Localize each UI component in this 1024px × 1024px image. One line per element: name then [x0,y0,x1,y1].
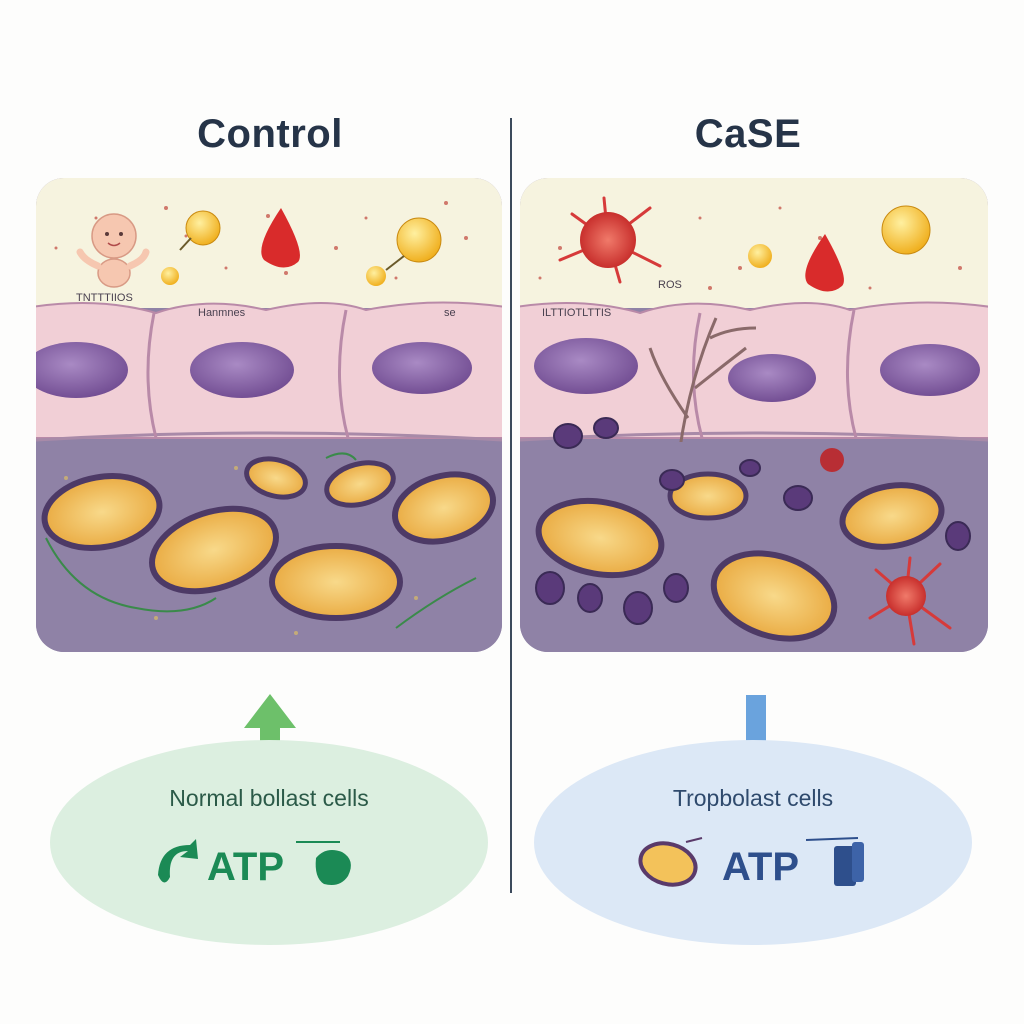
nucleus [728,354,816,402]
control-title: Control [197,112,343,156]
blood-drop-icon [805,234,844,292]
ros-burst-icon [558,196,662,284]
nutrient-icon [748,244,772,268]
nucleus [190,342,294,398]
ros-burst-icon [868,556,952,646]
control-summary-oval [50,740,488,945]
mitochondrion [41,473,163,551]
damaged-mitochondria-fragments [535,417,971,625]
mitochondrion-icon [638,837,703,887]
mitochondrion [535,497,665,579]
blood-drop-icon [261,208,300,268]
nucleus [880,344,980,396]
mitochondrion [839,482,945,550]
tiny-label: Hanmnes [198,307,246,319]
mitochondrion [667,471,749,521]
ros-label: ROS [658,279,682,291]
mitochondrion [391,471,497,545]
atp-production-icon [158,839,198,883]
damaged-fiber [648,317,757,449]
atp-flow-icon [296,841,351,885]
nucleus [372,342,472,394]
control-tissue-illustration: TNTTTIIOS Hanmnes se [36,178,502,652]
tiny-label: ILTTIOTLTTIS [542,307,611,319]
tiny-label: TNTTTIIOS [76,292,133,304]
mitochondrion [710,550,838,642]
baby-icon [76,213,150,288]
nucleus [534,338,638,394]
case-cell-label: Tropbolast cells [672,785,834,811]
tiny-label: se [444,307,456,319]
mitochondrion [324,460,396,508]
nucleus [36,342,128,398]
mitochondrion [269,543,403,621]
upregulation-arrow-icon [244,694,296,774]
nutrient-icon [185,210,221,246]
case-tissue-illustration: ROS ILTTIOTLTTIS [520,178,988,652]
panel-divider [510,118,512,893]
case-title: CaSE [694,112,802,156]
oxygen-icon [396,217,442,263]
control-cell-label: Normal bollast cells [169,785,369,811]
atp-label: ATP [722,845,800,889]
mitochondrion [244,456,308,500]
atp-blocked-icon [806,837,864,886]
mitochondrion [149,505,279,595]
atp-label: ATP [207,845,285,889]
case-summary-oval [534,740,972,945]
oxygen-icon [881,205,931,255]
